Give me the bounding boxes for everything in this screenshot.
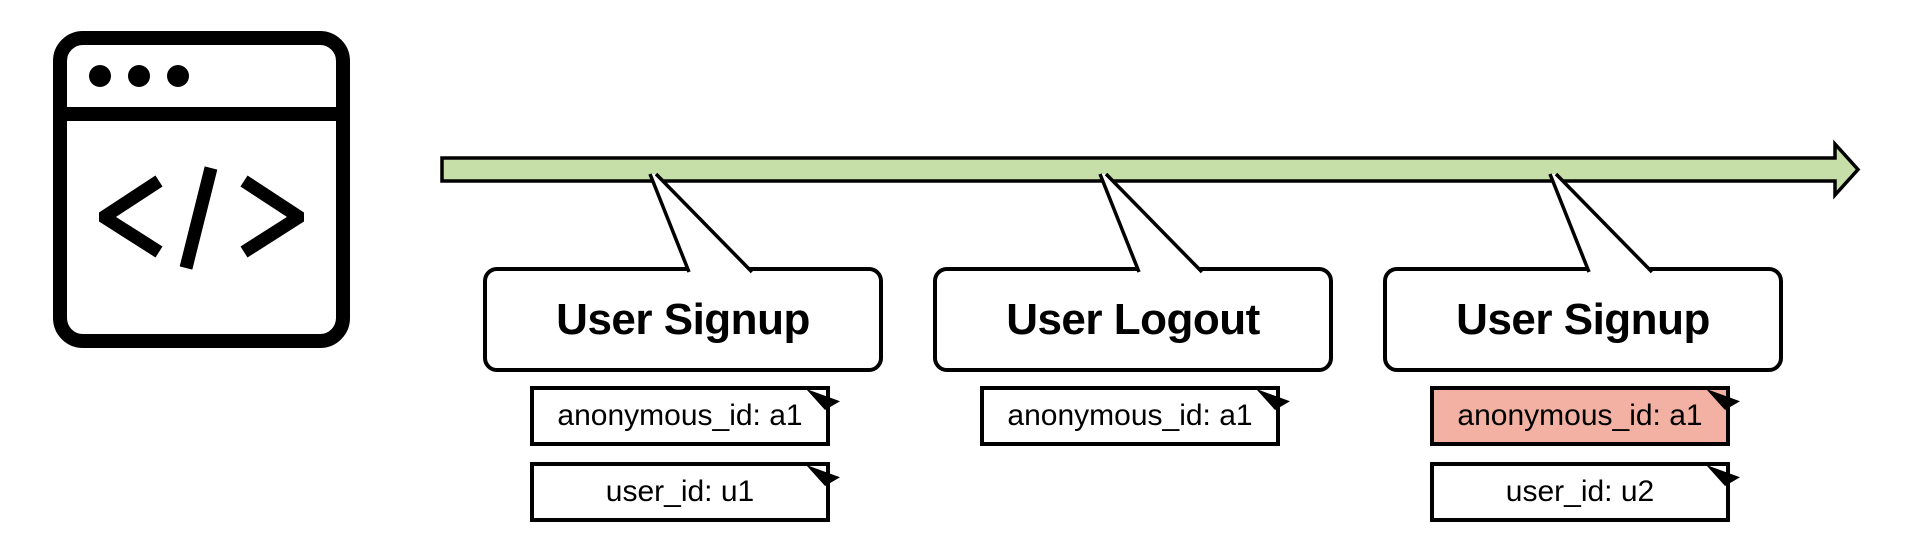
event-title: User Signup [1456,294,1710,344]
callout-tail-edge [648,173,691,273]
folded-corner-icon [806,388,840,410]
browser-window-icon [53,31,350,348]
attribute-label: anonymous_id: a1 [1007,399,1253,432]
attribute-label: anonymous_id: a1 [1457,399,1703,432]
callout-tail-edge [1548,173,1591,273]
callout-tail-edge [1104,172,1204,274]
folded-corner-icon [806,464,840,486]
callout-tail [650,174,752,272]
callout-tail [1550,174,1652,272]
window-dot-icon [167,65,189,87]
event-attribute-note: anonymous_id: a1 [1430,386,1740,446]
folded-corner-icon [1256,388,1290,410]
folded-corner-icon [1706,464,1740,486]
code-icon [99,165,304,270]
callout-tail-edge [1554,172,1654,274]
event-callout: User Signup [1383,267,1783,372]
attribute-label: anonymous_id: a1 [557,399,803,432]
callout-tail-edge [1098,173,1141,273]
attribute-label: user_id: u1 [605,475,755,508]
window-dot-icon [128,65,150,87]
event-title: User Signup [556,294,810,344]
event-title: User Logout [1006,294,1260,344]
event-attribute-note: anonymous_id: a1 [980,386,1290,446]
window-dot-icon [89,65,111,87]
callout-tail [1100,174,1202,272]
attribute-label: user_id: u2 [1505,475,1655,508]
event-callout: User Logout [933,267,1333,372]
event-attribute-note: user_id: u2 [1430,462,1740,522]
timeline-arrow [440,139,1861,200]
callout-tail-edge [654,172,754,274]
folded-corner-icon [1706,388,1740,410]
event-attribute-note: user_id: u1 [530,462,840,522]
event-callout: User Signup [483,267,883,372]
browser-titlebar [67,45,336,121]
event-attribute-note: anonymous_id: a1 [530,386,840,446]
browser-content [67,121,336,314]
